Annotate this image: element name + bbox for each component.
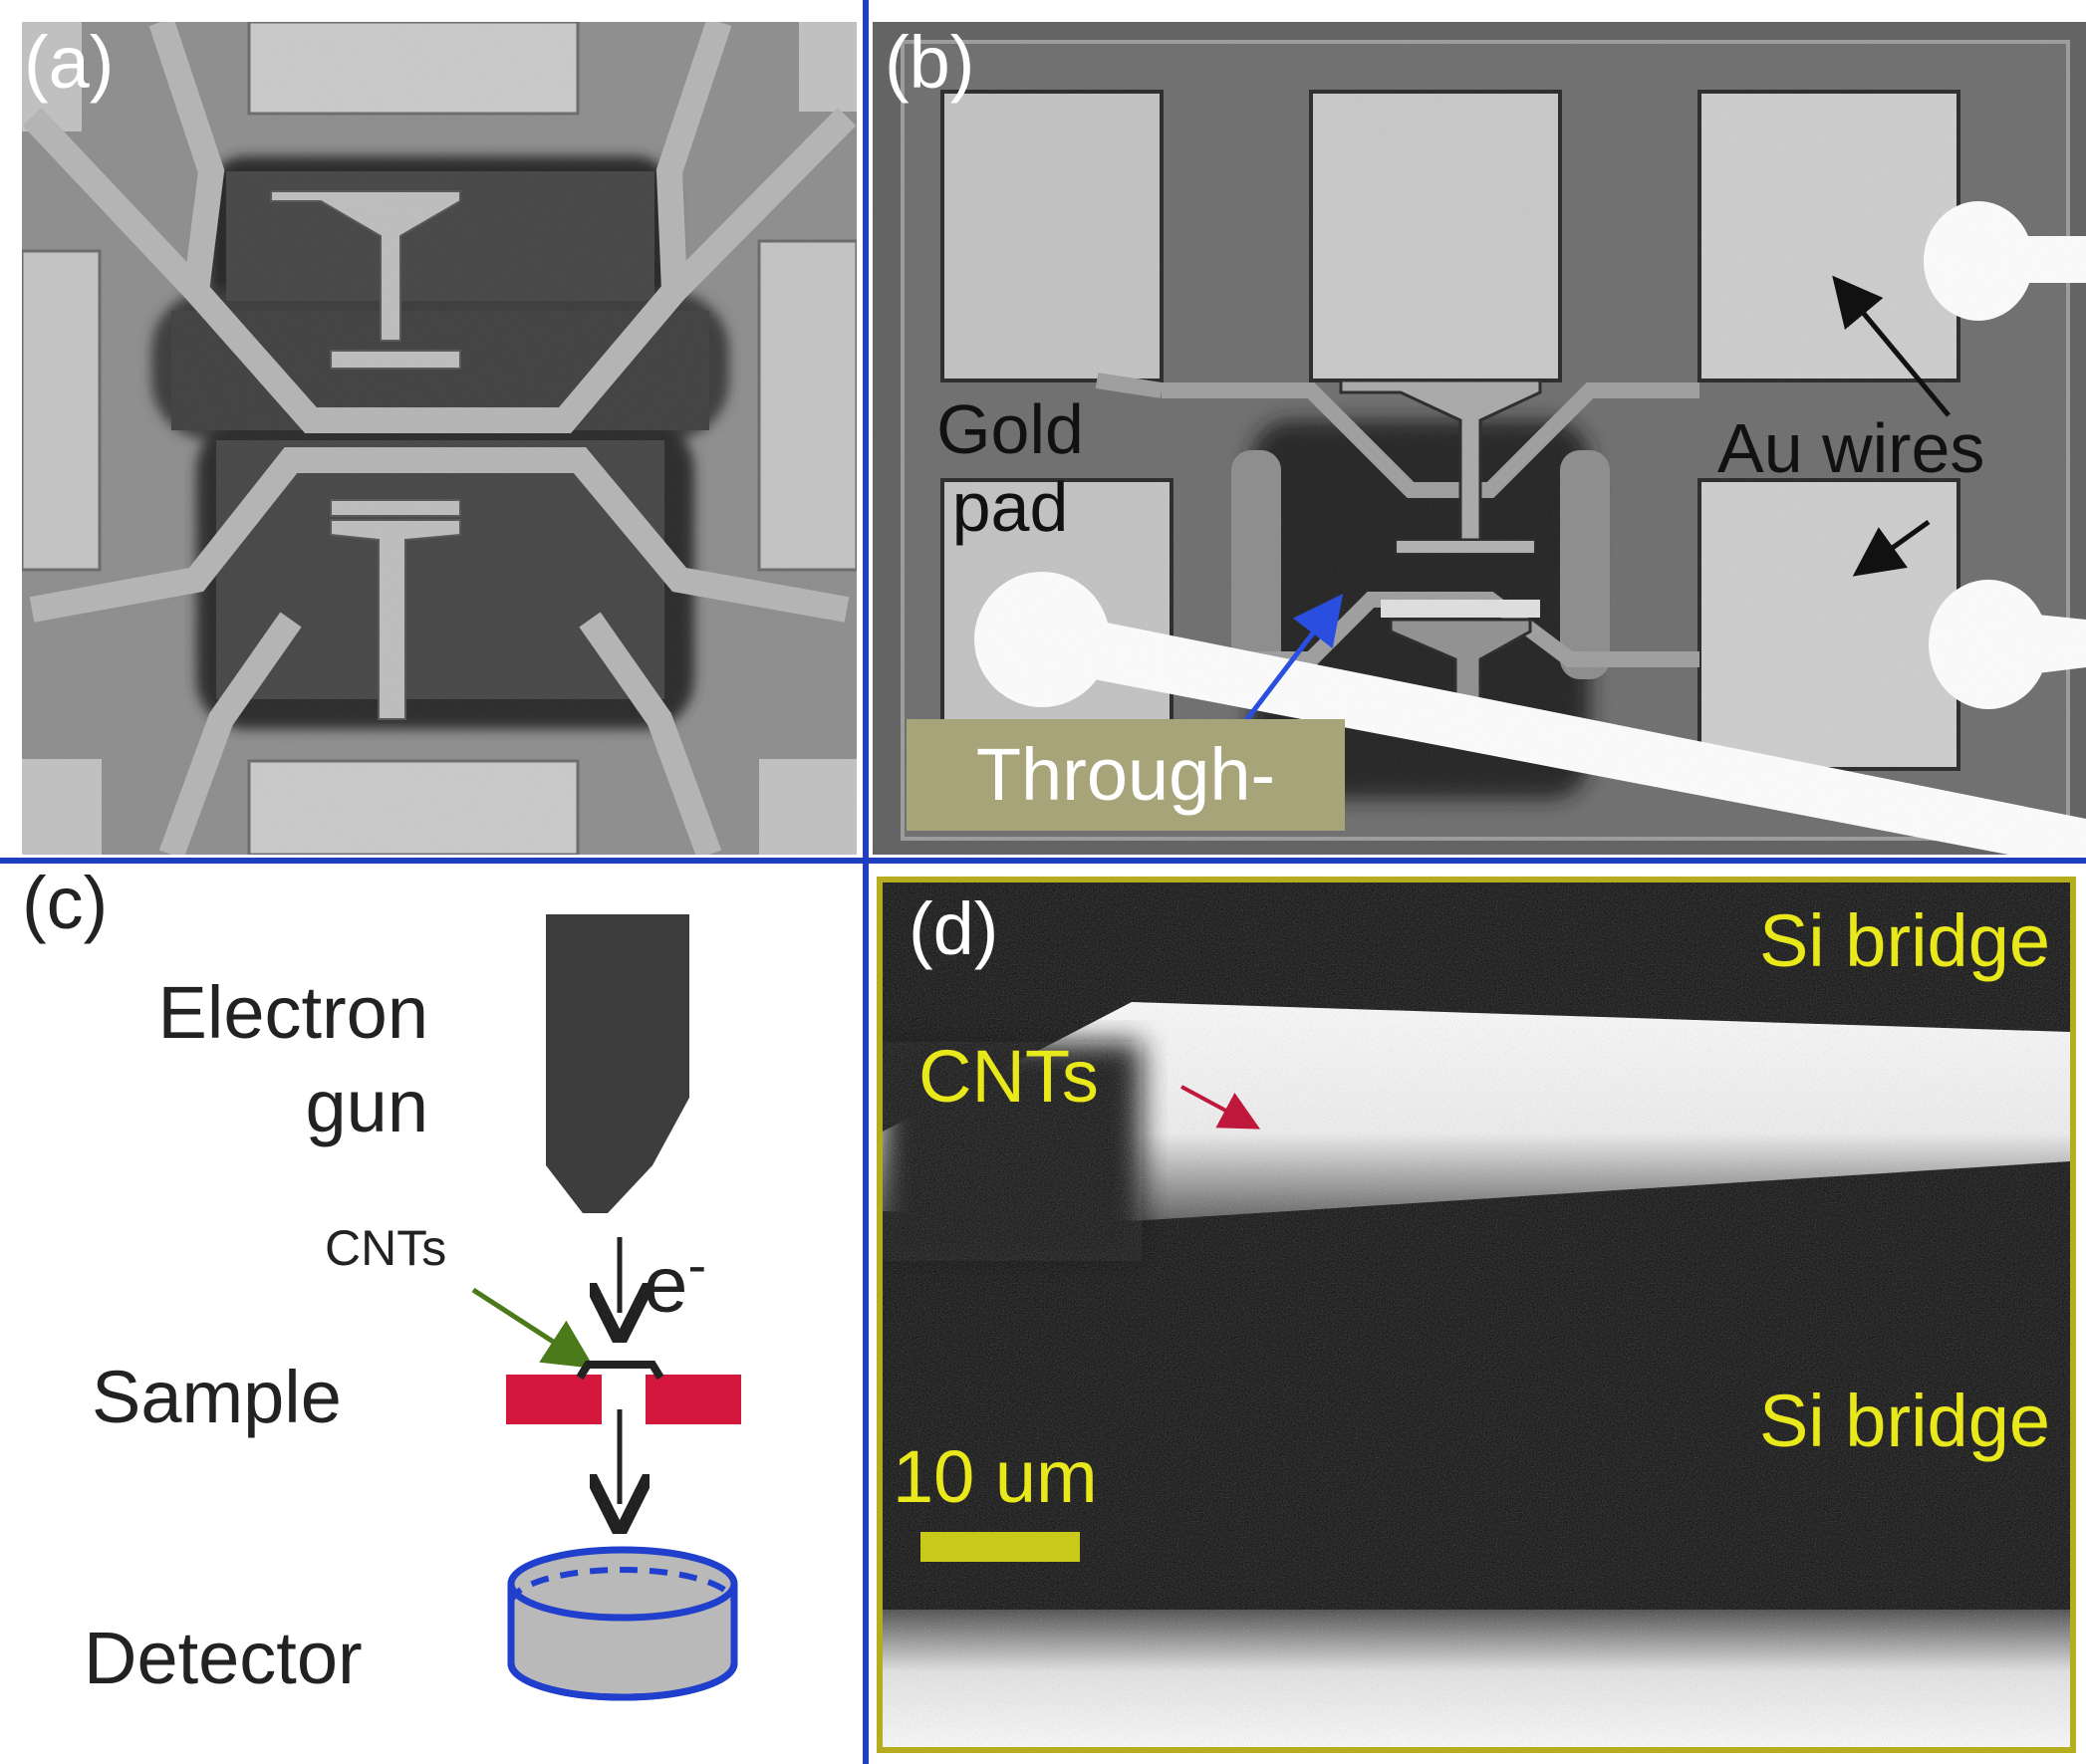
- sample-label: Sample: [92, 1356, 342, 1438]
- gold-pad-label: Gold pad: [911, 390, 1110, 546]
- electron-gun-label-line1: Electron: [157, 971, 428, 1054]
- sample-left-block: [506, 1375, 602, 1424]
- gold-pad-label-line1: Gold: [936, 390, 1084, 468]
- panel-a-label: (a): [24, 22, 115, 104]
- panel-a: (a): [22, 22, 857, 855]
- horizontal-divider: [0, 858, 2086, 864]
- cnts-arrow-d: [1180, 1085, 1261, 1130]
- panel-c: (c) Electron gun e- CNTs Sample Detector: [0, 867, 859, 1764]
- through-hole-label: Through-hole: [907, 719, 1345, 855]
- panel-a-micrograph: [22, 22, 857, 855]
- gold-pad-label-line2: pad: [951, 468, 1069, 546]
- panel-d-tem-image: [883, 882, 2070, 1747]
- beam-symbol-superscript: -: [687, 1233, 707, 1296]
- au-wires-label: Au wires: [1717, 409, 1985, 487]
- vertical-divider: [863, 0, 869, 1764]
- panel-b: (b) Gold pad Au wires Through-hole: [873, 22, 2086, 855]
- cnts-label-d: CNTs: [918, 1035, 1099, 1118]
- cnts-film-icon: [576, 1361, 664, 1381]
- panel-d: (d) Si bridge CNTs Si bridge 10 um: [877, 877, 2076, 1753]
- scale-label: 10 um: [893, 1435, 1098, 1518]
- au-wires-arrow-upper: [1832, 275, 1951, 417]
- si-bridge-top-label: Si bridge: [1758, 899, 2050, 982]
- scale-bar: [920, 1532, 1080, 1562]
- beam-symbol-e: e: [644, 1239, 688, 1329]
- au-wires-arrow-lower: [1852, 519, 1931, 577]
- electron-gun-label-line2: gun: [305, 1065, 428, 1147]
- electron-gun-icon: [546, 914, 689, 1213]
- beam-symbol: e-: [644, 1237, 706, 1325]
- panel-d-label: (d): [909, 887, 999, 970]
- sample-right-block: [646, 1375, 741, 1424]
- cnts-label-c: CNTs: [325, 1220, 447, 1276]
- cnts-pointer-arrow: [471, 1287, 595, 1369]
- panel-b-label: (b): [885, 22, 975, 104]
- panel-b-sem-image: [873, 22, 2086, 855]
- si-bridge-bottom-label: Si bridge: [1758, 1380, 2050, 1462]
- detector-label: Detector: [84, 1617, 363, 1699]
- detector-icon: [507, 1546, 738, 1701]
- panel-c-schematic: [471, 914, 741, 1701]
- panel-c-label: (c): [22, 867, 109, 944]
- electron-gun-label: Electron gun: [90, 966, 428, 1153]
